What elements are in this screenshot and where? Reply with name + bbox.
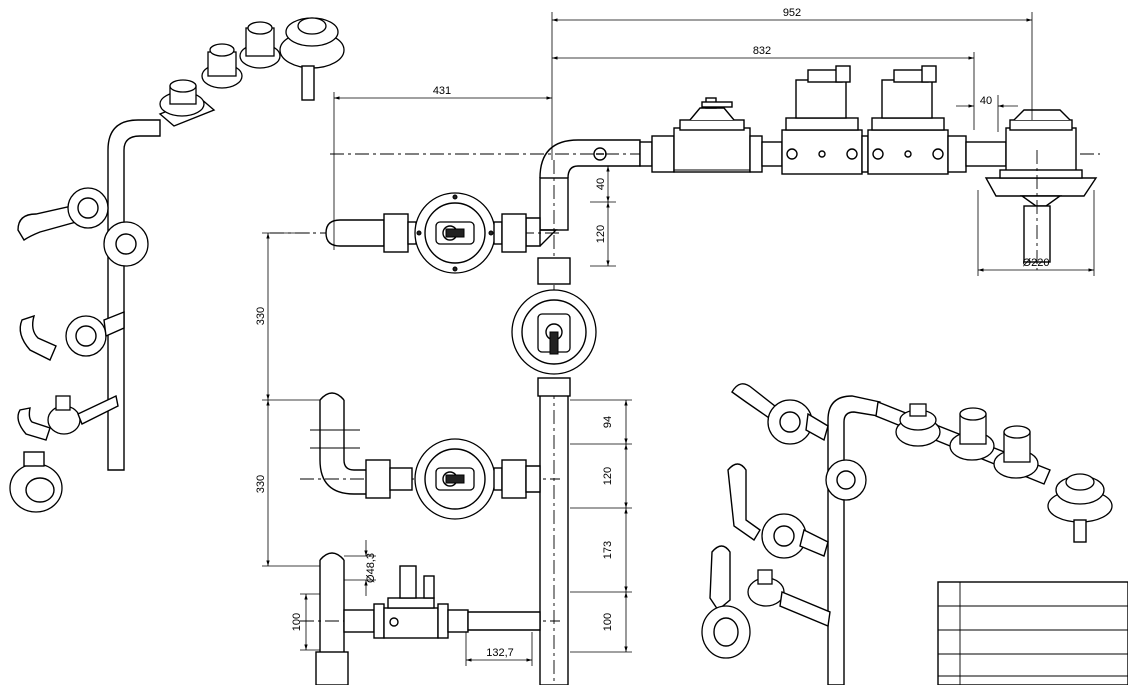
- left-middle-branch: [19, 310, 125, 361]
- dim-220: Ø220: [1023, 257, 1050, 269]
- dim-40-top: 40: [595, 178, 607, 190]
- title-block: [937, 581, 1128, 685]
- right-end-regulator: [1047, 473, 1113, 543]
- dim-120-top: 120: [595, 225, 607, 243]
- dim-100-left: 100: [291, 613, 303, 631]
- dimension-lines: [262, 12, 1095, 666]
- dim-173: 173: [602, 541, 614, 559]
- end-regulator: [984, 109, 1098, 270]
- right-regulator-1: [895, 403, 941, 447]
- right-upper-branch: [731, 383, 867, 501]
- main-riser-pipe: [525, 139, 641, 685]
- left-regulator-3: [239, 21, 281, 69]
- dim-330-lower: 330: [255, 475, 267, 493]
- flanged-valve-upper: [414, 192, 496, 274]
- small-regulator: [383, 565, 439, 639]
- regulator-1: [673, 97, 751, 173]
- left-regulator-2: [201, 43, 243, 89]
- bottom-branch: [300, 552, 560, 685]
- right-regulator-2: [949, 407, 995, 461]
- dim-132-7: 132,7: [486, 647, 514, 659]
- top-horizontal-train: [330, 65, 1100, 270]
- right-middle-branch: [727, 463, 829, 559]
- dim-94: 94: [602, 416, 614, 428]
- dim-832: 832: [753, 45, 771, 57]
- dim-40-side: 40: [980, 95, 992, 107]
- dimension-labels: 952 832 431 40 40 120 Ø220 330 330 94 12…: [255, 7, 1049, 659]
- dim-100-right: 100: [602, 613, 614, 631]
- dim-330-upper: 330: [255, 307, 267, 325]
- left-isometric-view: [9, 17, 345, 513]
- flanged-valve-lower: [414, 438, 496, 520]
- left-upper-branch: [17, 187, 149, 267]
- right-isometric-view: [701, 383, 1113, 685]
- left-lower-branch: [9, 394, 119, 513]
- dim-952: 952: [783, 7, 801, 19]
- right-lower-branch: [701, 545, 831, 659]
- right-regulator-3: [993, 425, 1039, 479]
- dim-48-3: Ø48,3: [365, 553, 377, 583]
- dim-120-mid: 120: [602, 467, 614, 485]
- solenoid-valve-2: [867, 65, 949, 175]
- left-regulator-1: [159, 79, 205, 117]
- left-end-regulator: [279, 17, 345, 101]
- flanged-valve-vertical: [511, 257, 597, 397]
- lower-branch: [300, 392, 560, 520]
- upper-branch: [270, 192, 560, 274]
- dim-431: 431: [433, 85, 451, 97]
- solenoid-valve-1: [781, 65, 863, 175]
